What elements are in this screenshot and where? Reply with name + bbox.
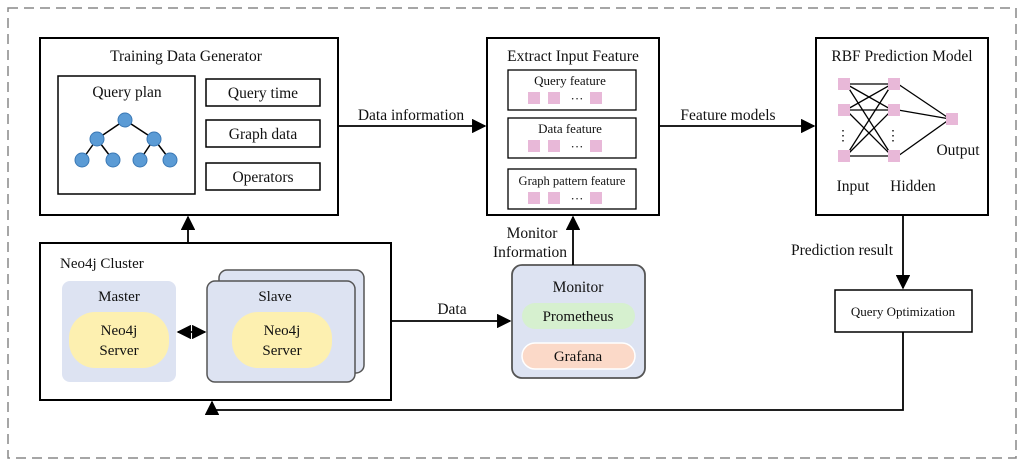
prometheus-label: Prometheus xyxy=(543,309,614,325)
input-layer-label: Input xyxy=(837,178,870,195)
tree-node xyxy=(74,152,90,168)
tree-node xyxy=(89,131,105,147)
training-data-generator-box: Training Data Generator Query plan xyxy=(39,37,339,216)
rbf-model-title: RBF Prediction Model xyxy=(831,48,972,65)
extract-input-feature-box: Extract Input Feature Query feature ··· … xyxy=(486,37,660,216)
slave-server-line1: Neo4j xyxy=(264,323,301,339)
feature-cell xyxy=(528,92,540,104)
hidden-layer-label: Hidden xyxy=(890,178,936,195)
ellipsis: ··· xyxy=(571,91,584,106)
neo4j-cluster-title: Neo4j Cluster xyxy=(60,256,144,272)
monitor-information-line2: Information xyxy=(493,244,567,261)
master-panel: Master Neo4j Server xyxy=(62,281,176,382)
monitor-information-line1: Monitor xyxy=(507,225,559,242)
data-feature-label: Data feature xyxy=(538,121,602,136)
neo4j-cluster-box: Neo4j Cluster Master Neo4j Server Slave … xyxy=(39,242,392,401)
query-plan-box: Query plan xyxy=(57,75,196,195)
query-feature-label: Query feature xyxy=(534,73,606,88)
ellipsis: ··· xyxy=(571,139,584,154)
outer-dashed-frame xyxy=(7,7,1017,459)
master-server-line1: Neo4j xyxy=(101,323,138,339)
extract-feature-title: Extract Input Feature xyxy=(507,48,639,65)
rbf-prediction-model-box: RBF Prediction Model ⋮ ⋮ xyxy=(815,37,989,216)
query-feature-box: Query feature ··· xyxy=(507,69,637,111)
training-generator-title: Training Data Generator xyxy=(110,48,263,65)
operators-box: Operators xyxy=(205,162,321,191)
query-optimization-label: Query Optimization xyxy=(851,304,956,319)
prometheus-pill xyxy=(522,303,635,329)
slave-label: Slave xyxy=(258,289,292,305)
neural-network-icon xyxy=(845,83,951,157)
feature-cell xyxy=(590,92,602,104)
feature-cell xyxy=(548,192,560,204)
master-label: Master xyxy=(98,289,140,305)
query-optimization-box: Query Optimization xyxy=(834,289,973,333)
ellipsis: ··· xyxy=(571,191,584,206)
output-node xyxy=(946,113,958,125)
feature-cell xyxy=(528,192,540,204)
tree-node xyxy=(117,112,133,128)
prediction-result-label: Prediction result xyxy=(791,242,894,259)
monitor-title: Monitor xyxy=(553,279,605,296)
input-vdots: ⋮ xyxy=(836,129,850,144)
query-time-box: Query time xyxy=(205,78,321,107)
slave-panel: Slave Neo4j Server xyxy=(206,269,365,383)
hidden-node xyxy=(888,104,900,116)
tree-node xyxy=(162,152,178,168)
query-plan-label: Query plan xyxy=(92,84,162,101)
slave-server-pill xyxy=(232,312,332,368)
output-layer-label: Output xyxy=(936,142,980,159)
hidden-node xyxy=(888,78,900,90)
slave-server-line2: Server xyxy=(262,343,301,359)
data-label: Data xyxy=(437,301,466,318)
tree-node xyxy=(146,131,162,147)
query-time-label: Query time xyxy=(228,85,298,102)
input-node xyxy=(838,150,850,162)
feature-cell xyxy=(548,92,560,104)
grafana-pill xyxy=(521,342,636,370)
tree-node xyxy=(105,152,121,168)
graph-data-label: Graph data xyxy=(229,126,298,143)
input-node xyxy=(838,104,850,116)
feature-cell xyxy=(590,192,602,204)
feedback-arrow xyxy=(204,332,904,415)
feature-cell xyxy=(548,140,560,152)
master-server-pill xyxy=(69,312,169,368)
grafana-label: Grafana xyxy=(554,349,603,365)
input-node xyxy=(838,78,850,90)
feature-cell xyxy=(590,140,602,152)
hidden-node xyxy=(888,150,900,162)
data-feature-box: Data feature ··· xyxy=(507,117,637,159)
monitor-panel: Monitor Prometheus Grafana xyxy=(511,264,646,379)
data-information-label: Data information xyxy=(358,107,465,124)
graph-pattern-feature-box: Graph pattern feature ··· xyxy=(507,168,637,210)
hidden-vdots: ⋮ xyxy=(886,129,900,144)
tree-node xyxy=(132,152,148,168)
operators-label: Operators xyxy=(232,169,293,186)
feature-cell xyxy=(528,140,540,152)
feature-models-label: Feature models xyxy=(680,107,775,124)
graph-data-box: Graph data xyxy=(205,119,321,148)
graph-pattern-feature-label: Graph pattern feature xyxy=(519,174,626,188)
master-server-line2: Server xyxy=(99,343,138,359)
